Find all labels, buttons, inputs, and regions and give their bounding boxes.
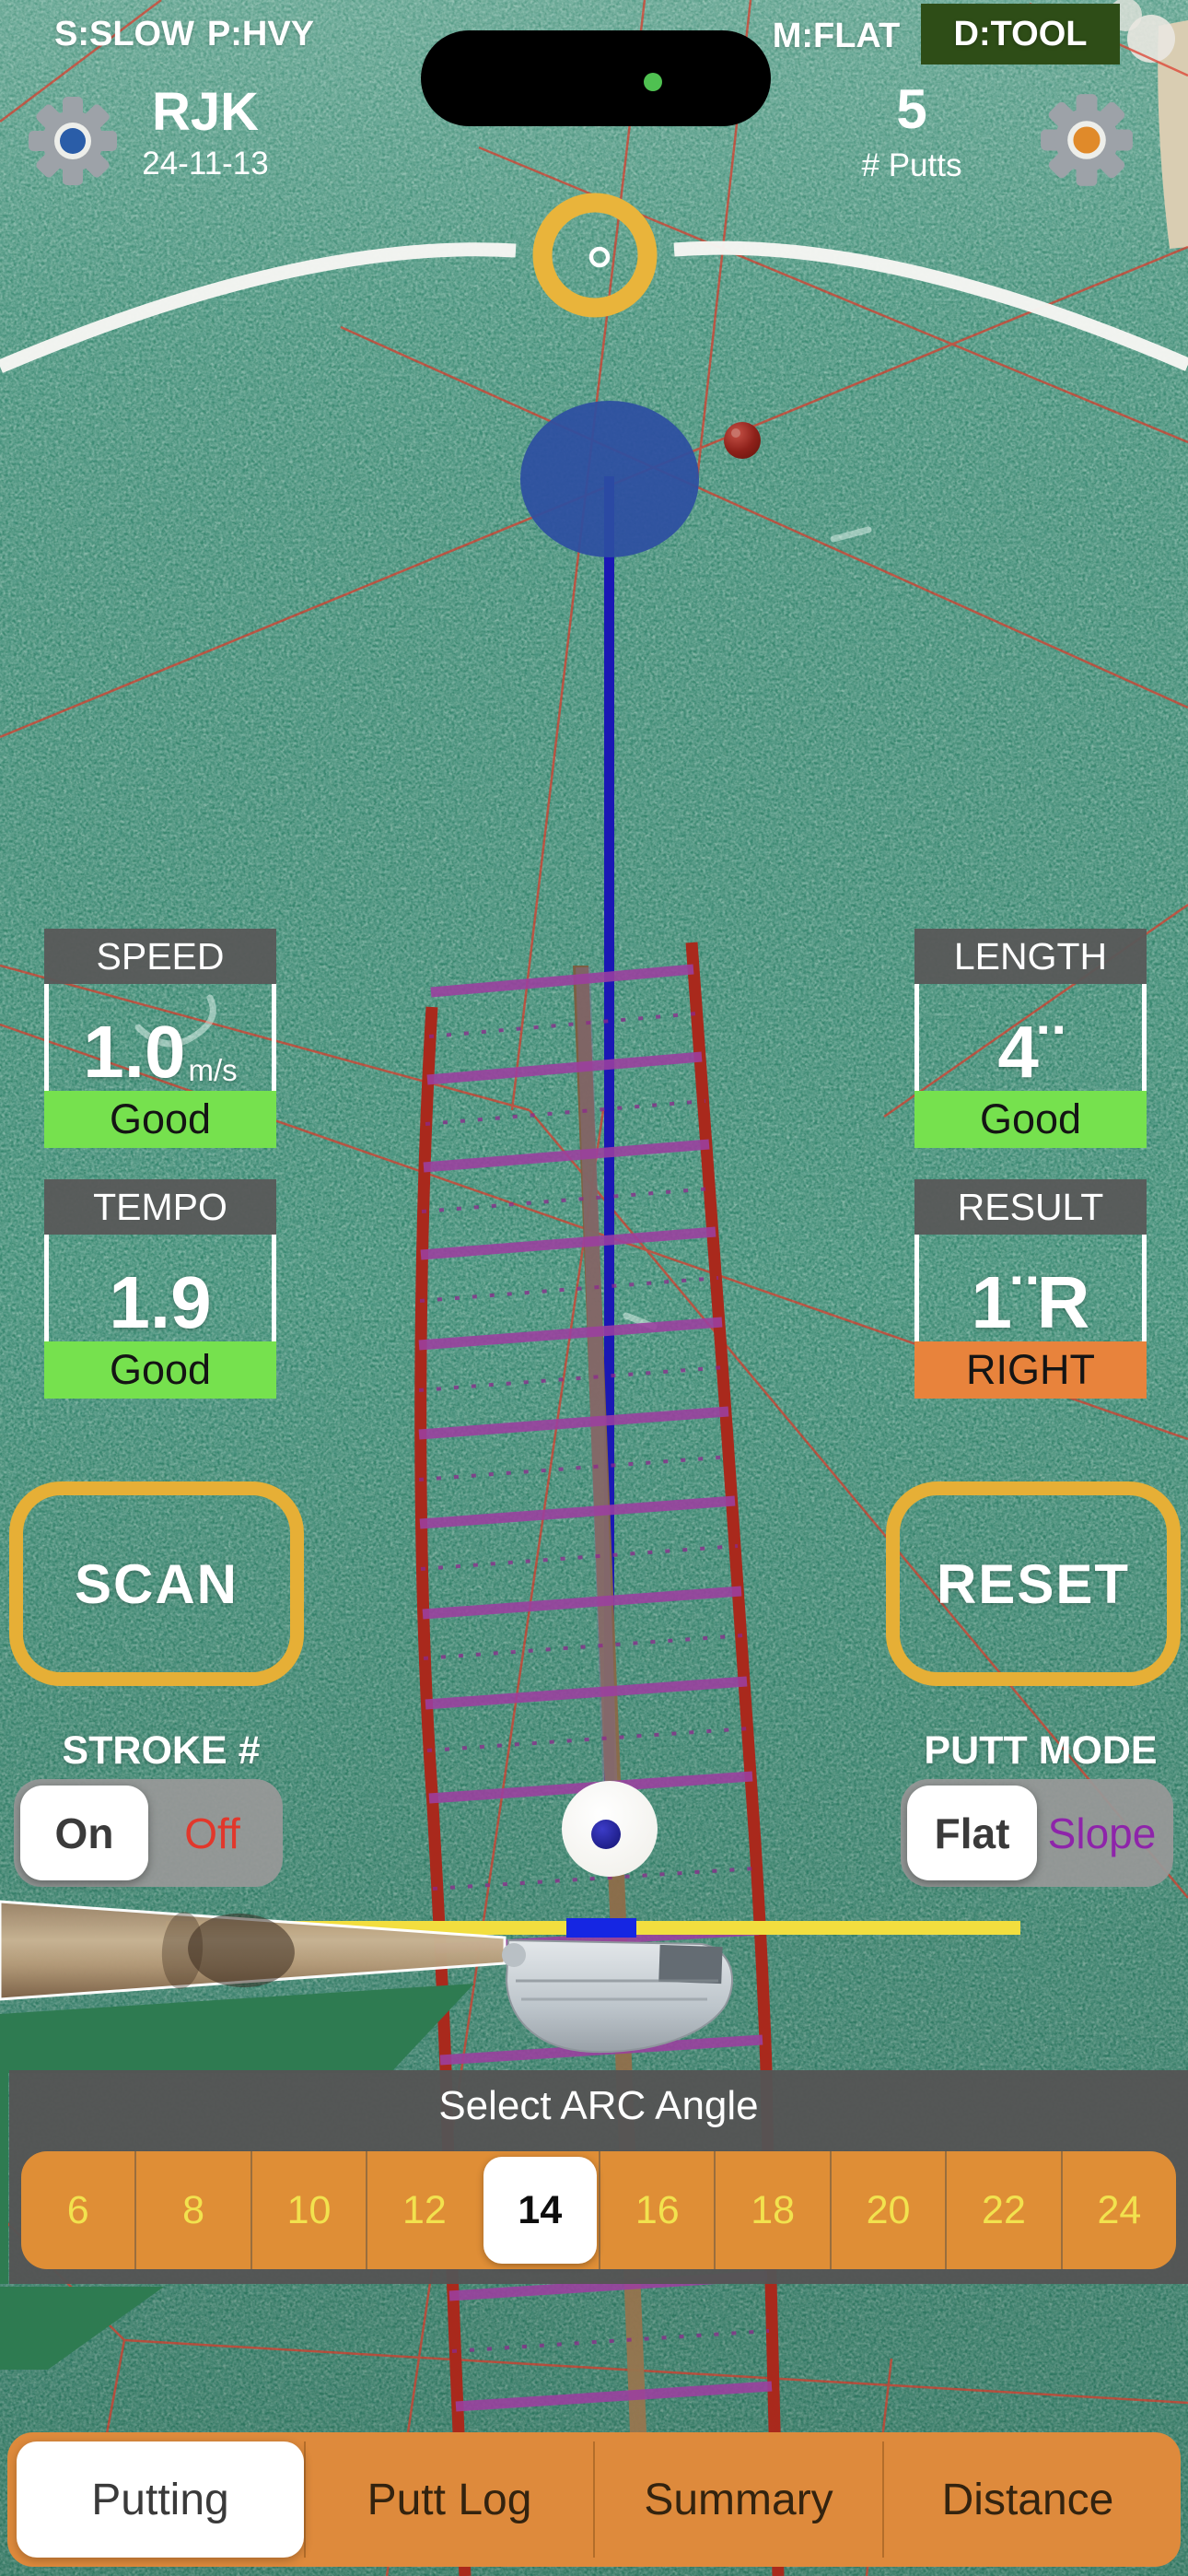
reset-button[interactable]: RESET [886,1481,1181,1686]
arc-angle-option[interactable]: 18 [714,2151,829,2269]
arc-angle-option[interactable]: 16 [599,2151,714,2269]
arc-angle-option[interactable]: 20 [829,2151,945,2269]
toggle-option-label: Off [184,1809,240,1857]
arc-angle-option-label: 6 [66,2187,89,2232]
settings-gear-icon-left[interactable] [27,95,119,192]
arc-angle-panel: Select ARC Angle 6 8 10 12 14 16 18 20 22 24 [9,2070,1188,2284]
stat-length: LENGTH 4¨ Good [914,929,1147,1148]
stat-tempo-title: TEMPO [44,1179,276,1235]
putt-count-label: # Putts [861,147,962,183]
length-mark: ¨ [1038,1011,1064,1093]
stat-length-value: 4¨ [914,984,1147,1091]
arc-angle-option-label: 12 [402,2187,447,2232]
length-number: 4 [997,1011,1039,1093]
camera-indicator-dot [644,73,662,91]
status-putter-weight: P:HVY [206,15,315,53]
stat-result-title: RESULT [914,1179,1147,1235]
stat-result: RESULT 1¨R RIGHT [914,1179,1147,1399]
arc-angle-option-label: 16 [635,2187,680,2232]
tab-label: Putting [91,2475,229,2524]
arc-angle-option[interactable]: 12 [366,2151,481,2269]
settings-gear-icon-right[interactable] [1039,92,1135,193]
speed-unit: m/s [188,1052,238,1087]
arc-angle-option-label: 14 [518,2187,563,2232]
toggle-option-label: Flat [934,1809,1010,1857]
putt-mode-toggle: Flat Slope [901,1779,1173,1887]
putt-mode-option[interactable]: Slope [1037,1786,1167,1880]
stat-result-value: 1¨R [914,1235,1147,1341]
putt-count-value: 5 [896,78,927,140]
result-suffix: R [1036,1261,1090,1343]
putt-mode-option[interactable]: Flat [907,1786,1037,1880]
arc-angle-option[interactable]: 8 [134,2151,250,2269]
stat-speed-title: SPEED [44,929,276,984]
session-date: 24-11-13 [142,146,269,181]
stroke-toggle-option[interactable]: Off [148,1786,276,1880]
stat-tempo: TEMPO 1.9 Good [44,1179,276,1399]
arc-angle-option-label: 24 [1097,2187,1142,2232]
result-number: 1 [971,1261,1013,1343]
putt-mode-label: PUTT MODE [924,1728,1158,1773]
tab-label: Putt Log [367,2475,532,2524]
tempo-number: 1.9 [109,1261,212,1343]
arc-angle-option-label: 22 [982,2187,1026,2232]
tab-item[interactable]: Putting [17,2441,304,2558]
arc-angle-selector: 6 8 10 12 14 16 18 20 22 24 [21,2151,1176,2269]
scan-button[interactable]: SCAN [9,1481,304,1686]
arc-panel-title: Select ARC Angle [438,2083,759,2128]
status-mode: M:FLAT [772,17,901,55]
arc-angle-option-label: 20 [866,2187,911,2232]
stroke-toggle-option[interactable]: On [20,1786,148,1880]
arc-angle-option[interactable]: 22 [945,2151,1060,2269]
stroke-toggle-label: STROKE # [62,1728,261,1773]
tab-label: Distance [941,2475,1114,2524]
arc-angle-option[interactable]: 6 [21,2151,134,2269]
arc-angle-option[interactable]: 10 [250,2151,366,2269]
result-mark: ¨ [1012,1261,1037,1343]
toggle-option-label: Slope [1047,1809,1157,1857]
arc-angle-option[interactable]: 24 [1060,2151,1176,2269]
stroke-toggle: On Off [14,1779,283,1887]
gear-icon [1041,94,1133,186]
arc-angle-option-label: 18 [751,2187,796,2232]
arc-angle-option-label: 10 [286,2187,332,2232]
stat-result-status: RIGHT [914,1341,1147,1399]
stat-length-status: Good [914,1091,1147,1148]
stat-length-title: LENGTH [914,929,1147,984]
gear-icon [29,97,117,185]
tab-label: Summary [644,2475,833,2524]
tab-item[interactable]: Putt Log [304,2441,593,2558]
bottom-tab-bar: Putting Putt Log Summary Distance [7,2432,1181,2567]
dynamic-island [421,30,771,126]
status-green-speed: S:SLOW [54,15,194,53]
toggle-option-label: On [54,1809,114,1857]
arc-angle-option[interactable]: 14 [483,2157,598,2264]
stat-tempo-value: 1.9 [44,1235,276,1341]
tab-item[interactable]: Distance [882,2441,1171,2558]
tab-item[interactable]: Summary [593,2441,882,2558]
stat-tempo-status: Good [44,1341,276,1399]
player-initials: RJK [151,82,260,142]
stat-speed-status: Good [44,1091,276,1148]
dtool-badge[interactable]: D:TOOL [921,4,1120,64]
arc-angle-option-label: 8 [182,2187,205,2232]
speed-number: 1.0 [83,1011,186,1093]
